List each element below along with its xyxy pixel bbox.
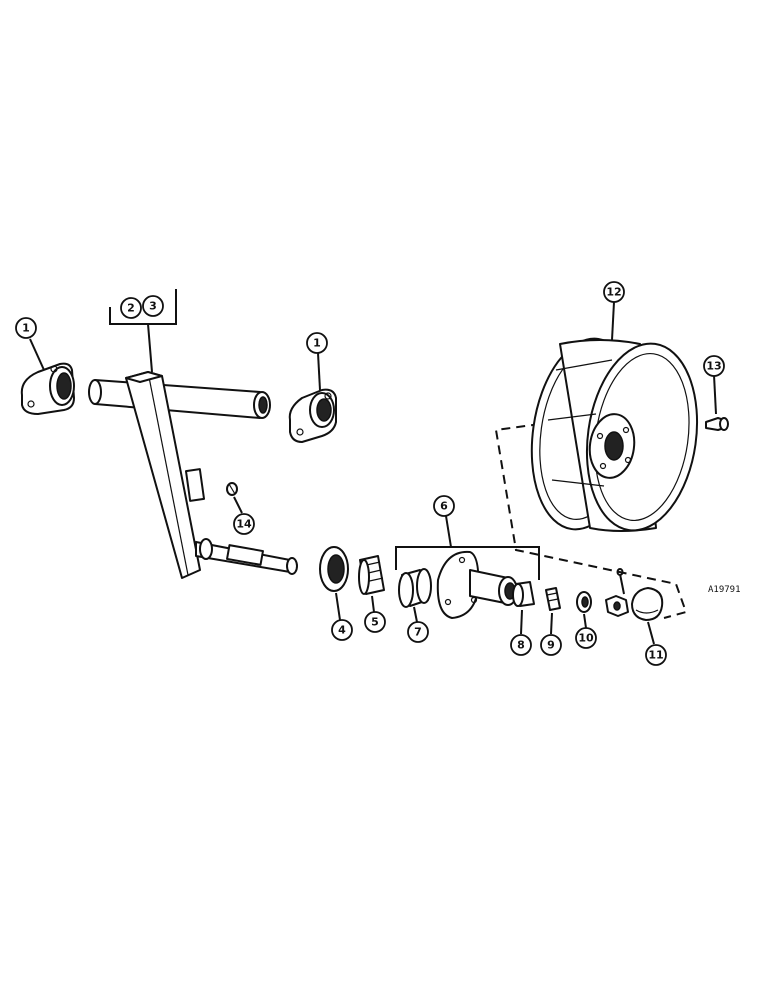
svg-text:1: 1	[313, 337, 321, 350]
svg-text:14: 14	[236, 518, 252, 531]
cotter-pin	[616, 568, 625, 595]
svg-text:4: 4	[338, 624, 346, 637]
svg-text:2: 2	[127, 302, 135, 315]
dust-cap	[631, 587, 664, 621]
callout-10: 10	[575, 627, 597, 649]
inner-bearing-cup	[398, 568, 432, 608]
svg-text:3: 3	[149, 300, 157, 313]
callout-12: 12	[603, 281, 625, 303]
svg-text:9: 9	[547, 639, 555, 652]
callout-14: 14	[233, 513, 255, 535]
callout-11: 11	[645, 644, 667, 666]
outer-bearing-cup	[512, 581, 535, 607]
wheel-to-hub-dashed-leader	[494, 423, 688, 619]
flange-bearing-right	[288, 388, 337, 443]
svg-text:6: 6	[440, 500, 448, 513]
callout-1-right: 1	[306, 332, 328, 354]
callout-9: 9	[540, 634, 562, 656]
drawing-number: A19791	[708, 585, 741, 595]
svg-text:11: 11	[648, 649, 663, 662]
wheel-rim	[530, 337, 699, 532]
callout-6: 6	[433, 495, 455, 517]
flange-bearing-left	[20, 362, 75, 415]
svg-text:10: 10	[578, 632, 594, 645]
grease-seal	[319, 546, 349, 592]
svg-text:13: 13	[706, 360, 721, 373]
wheel-hub	[436, 550, 518, 619]
washer	[576, 591, 592, 613]
svg-text:7: 7	[414, 626, 422, 639]
wheel-bolt	[705, 417, 729, 431]
grease-fitting	[226, 482, 238, 496]
callout-3: 3	[142, 295, 164, 317]
callout-7: 7	[407, 621, 429, 643]
callout-8: 8	[510, 634, 532, 656]
callout-13: 13	[703, 355, 725, 377]
callout-2: 2	[120, 297, 142, 319]
svg-text:5: 5	[371, 616, 379, 629]
svg-text:12: 12	[606, 286, 621, 299]
callout-5: 5	[364, 611, 386, 633]
hub-assembly-bracket	[395, 546, 540, 580]
inner-bearing-cone	[358, 555, 385, 595]
callout-4: 4	[331, 619, 353, 641]
outer-bearing-cone	[545, 587, 561, 611]
svg-text:1: 1	[22, 322, 30, 335]
axle-arm-assembly	[88, 289, 298, 579]
svg-text:8: 8	[517, 639, 525, 652]
castle-nut	[605, 595, 629, 617]
callout-1-left: 1	[15, 317, 37, 339]
